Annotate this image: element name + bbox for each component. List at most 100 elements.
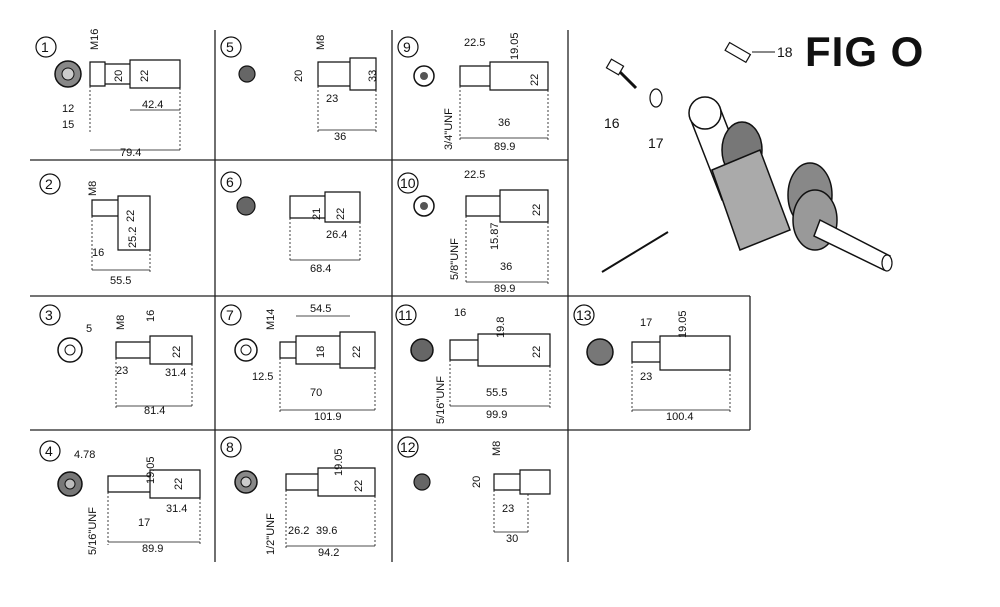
shaft-1: 1 M16 20 22 12 42.4 15 79.4 [35,29,181,159]
dim-label: 89.9 [494,283,515,295]
shaft-number: 8 [226,439,234,455]
shaft-11: 11 16 19.8 22 5/16"UNF 55.5 99.9 [395,304,551,424]
dim-label: 55.5 [486,387,507,399]
dim-label: 22 [139,70,151,82]
dim-label: 22 [529,74,541,86]
part-callout-17: 17 [648,135,664,151]
dim-label: 5/8"UNF [449,238,461,280]
dim-label: 19.8 [495,317,507,338]
dim-label: 20 [293,70,305,82]
shaft-8: 8 19.05 22 1/2"UNF 26.2 39.6 94.2 [220,436,376,559]
dim-label: M8 [491,441,503,456]
dim-label: 19.05 [509,32,521,60]
dim-label: 79.4 [120,147,141,159]
shaft-number: 1 [41,39,49,55]
dim-label: 23 [326,93,338,105]
shaft-4: 4 4.78 19.05 22 5/16"UNF 17 31.4 89.9 [39,440,201,555]
dim-label: 22 [531,204,543,216]
crankshaft-illustration: 16 17 18 [601,41,893,273]
dim-label: 23 [640,371,652,383]
dim-label: 1/2"UNF [265,513,277,555]
dim-label: 101.9 [314,411,342,423]
dim-label: 25.2 [127,227,139,248]
dim-label: 16 [454,307,466,319]
key-part [724,41,752,64]
shaft-number: 10 [400,175,416,191]
dim-label: 23 [502,503,514,515]
dim-label: 23 [116,365,128,377]
dim-label: 20 [471,476,483,488]
dim-label: M8 [315,35,327,50]
dim-label: 99.9 [486,409,507,421]
dim-label: 31.4 [165,367,186,379]
dim-label: 15.87 [489,222,501,250]
dim-label: 42.4 [142,99,163,111]
washer-part [649,88,663,108]
dim-label: 19.05 [145,456,157,484]
dim-label: 22 [531,346,543,358]
dim-label: 22 [173,478,185,490]
shaft-7: 7 M14 54.5 18 22 12.5 70 101.9 [220,303,376,423]
dim-label: 5 [86,323,92,335]
shaft-number: 2 [45,176,53,192]
dim-label: 31.4 [166,503,187,515]
shaft-6: 6 21 22 26.4 68.4 [220,171,361,275]
dim-label: 22 [351,346,363,358]
dim-label: 4.78 [74,449,95,461]
dim-label: 20 [113,70,125,82]
dim-label: 70 [310,387,322,399]
dim-label: 36 [334,131,346,143]
dim-label: 89.9 [142,543,163,555]
shaft-12: 12 M8 20 23 30 [397,436,551,545]
part-callout-18: 18 [777,44,793,60]
dim-label: 16 [92,247,104,259]
shaft-2: 2 M8 22 16 25.2 55.5 [39,173,151,287]
dim-label: 3/4"UNF [443,108,455,150]
dim-label: 17 [138,517,150,529]
shaft-number: 6 [226,174,234,190]
shaft-5: 5 M8 20 33 23 36 [220,35,379,143]
dim-label: M8 [115,315,127,330]
shaft-number: 4 [45,443,53,459]
dim-label: 22 [335,208,347,220]
shaft-number: 5 [226,39,234,55]
dim-label: 18 [315,346,327,358]
dim-label: 55.5 [110,275,131,287]
dim-label: 30 [506,533,518,545]
dim-label: 5/16"UNF [435,376,447,424]
shaft-13: 13 17 19.05 23 100.4 [573,304,731,423]
shaft-9: 9 22.5 19.05 22 3/4"UNF 36 89.9 [397,32,549,153]
dim-label: 26.2 [288,525,309,537]
bolt-part [605,58,638,90]
dim-label: 16 [145,310,157,322]
dim-label: 12 [62,103,74,115]
shaft-number: 13 [576,307,592,323]
figure-title: FIG O [805,28,925,75]
dim-label: 12.5 [252,371,273,383]
shaft-3: 3 5 M8 16 22 23 31.4 81.4 [39,304,193,417]
dim-label: 39.6 [316,525,337,537]
dim-label: 26.4 [326,229,347,241]
dim-label: 22.5 [464,169,485,181]
part-callout-16: 16 [604,115,620,131]
dim-label: 68.4 [310,263,331,275]
dim-label: 89.9 [494,141,515,153]
dim-label: 15 [62,119,74,131]
dim-label: 19.05 [677,310,689,338]
shaft-number: 3 [45,307,53,323]
dim-label: 5/16"UNF [87,507,99,555]
dim-label: 36 [500,261,512,273]
dim-label: M14 [265,309,277,330]
shaft-number: 9 [403,39,411,55]
dim-label: 17 [640,317,652,329]
dim-label: 33 [367,70,379,82]
dim-label: 19.05 [333,448,345,476]
dim-label: 100.4 [666,411,694,423]
shaft-number: 7 [226,307,234,323]
shaft-number: 12 [400,439,416,455]
shaft-10: 10 22.5 22 5/8"UNF 15.87 36 89.9 [397,169,549,295]
dim-label: 94.2 [318,547,339,559]
shaft-number: 11 [398,307,413,323]
